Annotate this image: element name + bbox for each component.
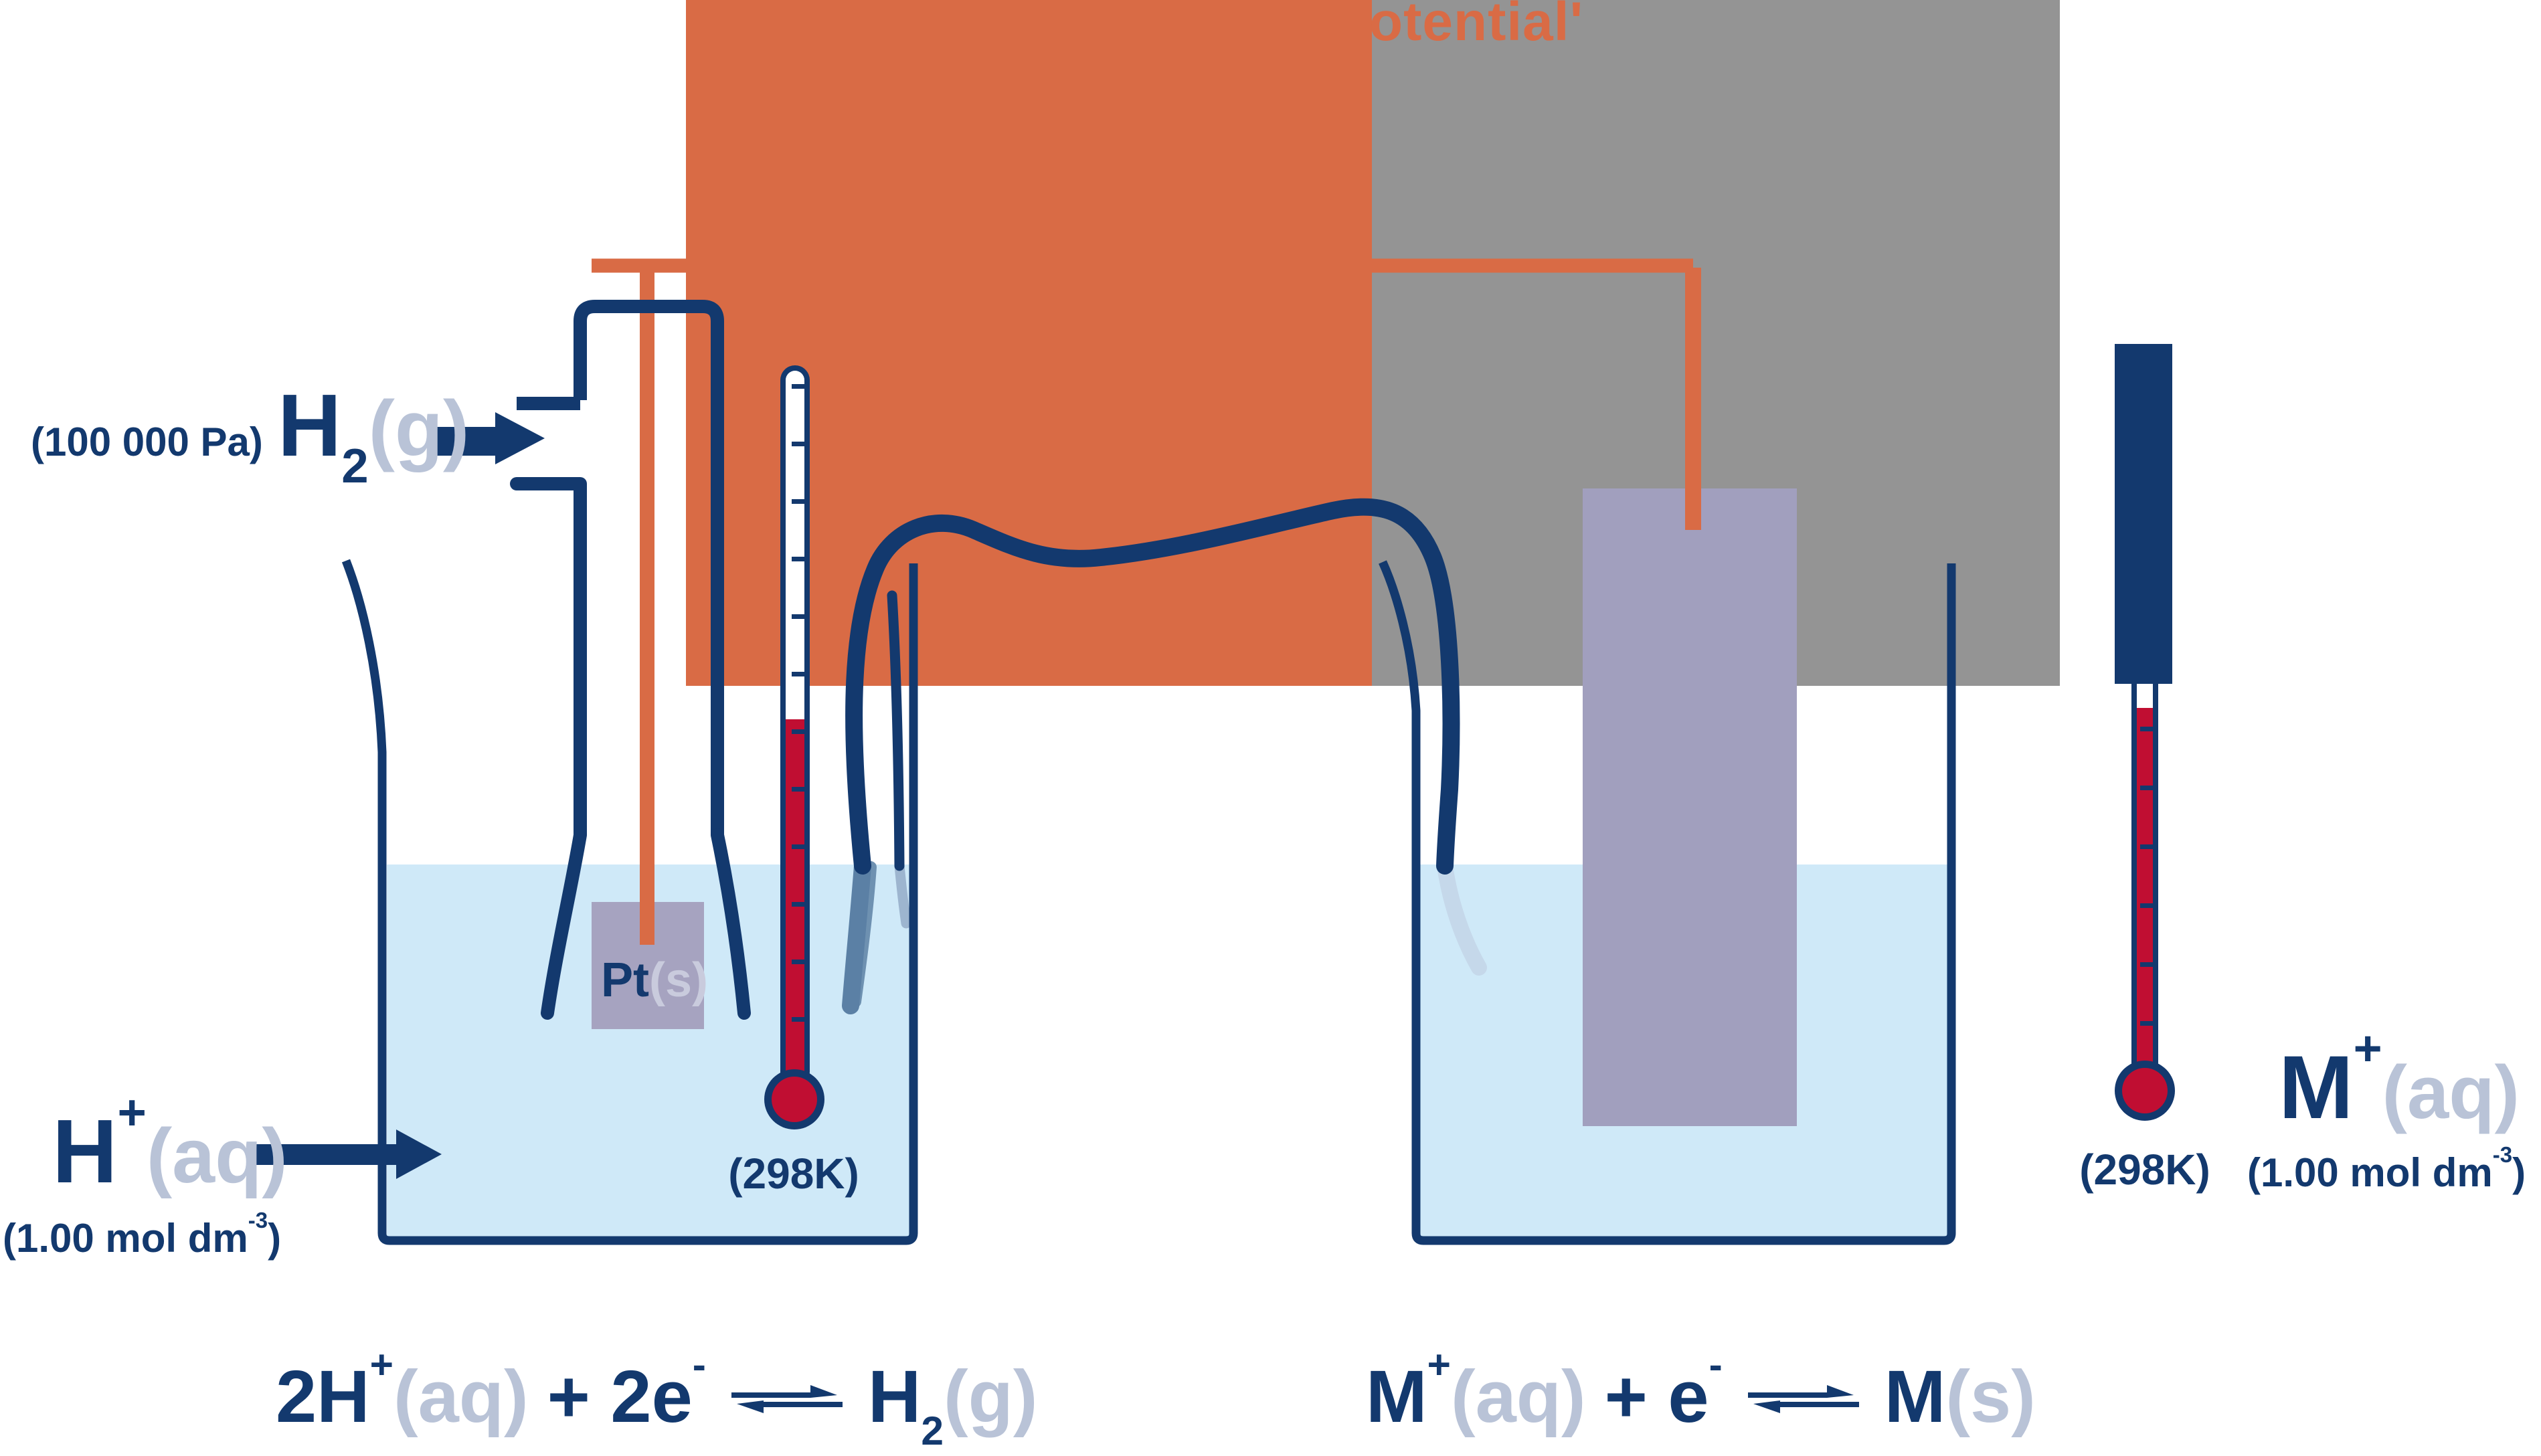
thermometer-column <box>2137 708 2153 1073</box>
concentration-close: ) <box>268 1216 282 1261</box>
eq-reactant-state: (aq) <box>1450 1356 1586 1438</box>
ion-symbol: M <box>2279 1038 2354 1138</box>
solution-arrow-icon <box>256 1129 442 1179</box>
concentration-open: (1.00 mol dm <box>2247 1150 2493 1195</box>
platinum-label: Pt(s) <box>601 956 708 1004</box>
pressure-label: (100 000 Pa) <box>31 420 263 464</box>
concentration-close: ) <box>2512 1150 2526 1195</box>
equilibrium-arrows-icon <box>731 1385 843 1413</box>
right-beaker <box>1379 560 1956 1245</box>
thermometer-bulb <box>2122 1068 2168 1113</box>
gas-state-label: (g) <box>368 385 470 473</box>
salt-bridge-left-inner-submerged-tip <box>894 860 911 929</box>
eq-electron-term: + e <box>1604 1356 1709 1438</box>
gas-inlet-bottom-and-bell-left <box>510 477 587 1020</box>
concentration-exponent: -3 <box>2492 1142 2513 1168</box>
hydrogen-subscript: 2 <box>341 439 369 494</box>
hydrogen-symbol: H <box>277 376 342 474</box>
eq-electron-term: + 2e <box>547 1356 693 1438</box>
eq-product: M <box>1884 1356 1946 1438</box>
thermometer-ticks <box>2140 727 2153 1026</box>
eq-electron-charge: - <box>1708 1342 1723 1388</box>
thermometer-bulb <box>772 1077 817 1122</box>
ion-charge: + <box>117 1084 147 1140</box>
thermometer-ticks <box>792 384 804 1022</box>
salt-bridge <box>845 498 1460 875</box>
ion-charge: + <box>2353 1020 2382 1077</box>
eq-electron-charge: - <box>692 1342 706 1388</box>
eq-product: H <box>867 1356 922 1438</box>
ion-symbol: H <box>52 1101 118 1202</box>
hydrogen-ion-label: H+(aq) <box>52 1087 288 1199</box>
left-temperature-label: (298K) <box>687 1152 901 1195</box>
ion-state: (aq) <box>146 1113 288 1199</box>
hydrogen-half-equation: 2H+(aq)+ 2e- H2(g) <box>276 1344 1038 1451</box>
left-thermometer <box>764 365 824 1129</box>
gas-inlet-arrow-icon <box>435 412 545 464</box>
right-temperature-label: (298K) <box>2038 1148 2252 1191</box>
concentration-open: (1.00 mol dm <box>3 1216 248 1261</box>
temperature-text: (298K) <box>2079 1146 2210 1194</box>
eq-product-state: (g) <box>944 1356 1038 1438</box>
left-concentration-label: (1.00 mol dm-3) <box>3 1209 282 1261</box>
eq-reactant-state: (aq) <box>393 1356 529 1438</box>
navy-cover-rect <box>2115 344 2172 684</box>
electrode-wires <box>592 258 1701 945</box>
left-beaker <box>341 559 918 1245</box>
bell-right <box>711 828 751 1020</box>
hydrogen-tube <box>574 300 724 835</box>
eq-reactant: 2H <box>276 1356 370 1438</box>
title-text: otential' <box>1369 0 1584 52</box>
platinum-symbol: Pt <box>601 953 649 1007</box>
eq-reactant-charge: + <box>1427 1342 1451 1388</box>
equilibrium-arrows-icon <box>1747 1385 1859 1413</box>
metal-half-equation: M+(aq)+ e-M(s) <box>1366 1344 2036 1434</box>
temperature-text: (298K) <box>728 1150 859 1198</box>
ion-state: (aq) <box>2382 1051 2520 1134</box>
page-title-partial: otential' <box>1369 0 1583 50</box>
right-thermometer <box>2115 344 2175 1121</box>
salt-bridge-inner-line <box>887 590 905 871</box>
thermometer-column <box>786 719 804 1081</box>
concentration-exponent: -3 <box>248 1208 268 1233</box>
right-concentration-label: (1.00 mol dm-3) <box>2247 1144 2526 1195</box>
glassware <box>341 300 1956 1245</box>
hydrogen-gas-label: (100 000 Pa)H2(g) <box>31 381 470 491</box>
salt-bridge-left-submerged-tip <box>842 857 871 1014</box>
eq-reactant-charge: + <box>369 1342 393 1388</box>
salt-bridge-right-submerged-tip <box>1437 858 1487 976</box>
eq-product-state: (s) <box>1945 1356 2036 1438</box>
platinum-state: (s) <box>649 953 708 1007</box>
eq-product-subscript: 2 <box>921 1407 944 1453</box>
metal-ion-label: M+(aq) <box>2279 1024 2520 1134</box>
metal-electrode <box>1583 488 1797 1126</box>
eq-reactant: M <box>1366 1356 1427 1438</box>
